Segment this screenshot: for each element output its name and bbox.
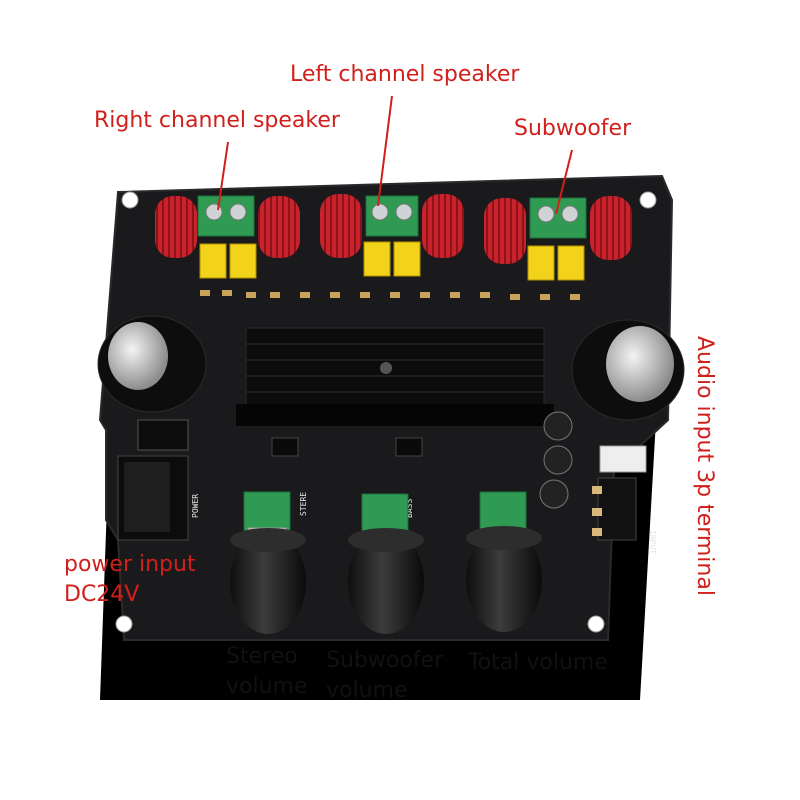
potentiometer-knob <box>230 526 542 634</box>
label-right-channel: Right channel speaker <box>94 108 340 133</box>
audio-jack <box>592 477 637 541</box>
electrolytic-capacitor <box>97 315 685 421</box>
label-subwoofer-vol: Subwoofer <box>326 648 444 673</box>
label-audio-input: Audio input 3p terminal <box>692 336 717 596</box>
screw-terminal <box>197 195 587 239</box>
silk-input: INPUT <box>648 530 657 554</box>
label-subwoofer: Subwoofer <box>514 116 632 141</box>
label-dc24v: DC24V <box>64 582 140 607</box>
heatsink <box>236 327 554 426</box>
silk-bass: BASS <box>405 499 414 518</box>
label-left-channel: Left channel speaker <box>290 62 520 87</box>
silk-power: POWER <box>191 494 200 518</box>
silk-stereo: STERE <box>299 492 308 516</box>
dc-power-jack <box>117 419 189 541</box>
label-stereo-volume: volume <box>226 674 308 699</box>
label-total-volume: Total volume <box>468 650 608 675</box>
label-stereo: Stereo <box>226 644 298 669</box>
inductor-coil <box>155 194 632 264</box>
label-subwoofer-volume: volume <box>326 678 408 703</box>
label-power-input: power input <box>64 552 196 577</box>
